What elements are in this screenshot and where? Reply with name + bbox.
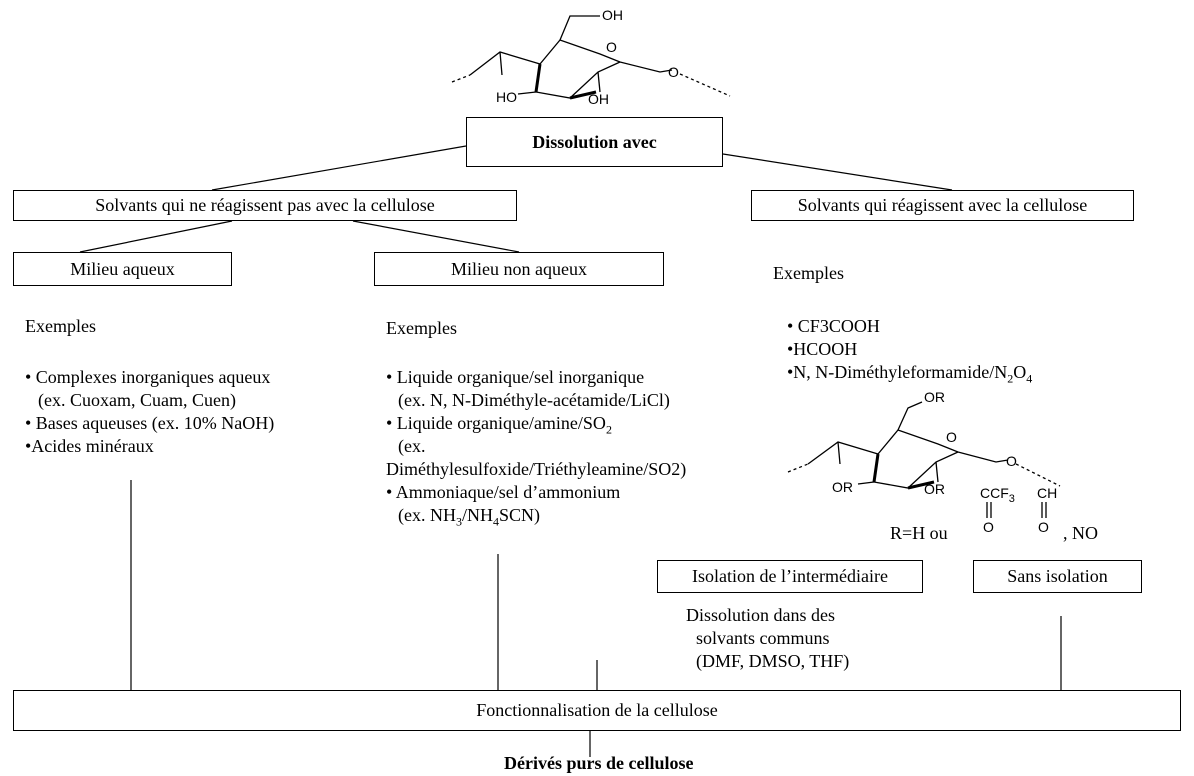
ho-label: HO (496, 89, 517, 105)
dissolution-label: Dissolution avec (532, 131, 657, 152)
non-reactive-solvents-box: Solvants qui ne réagissent pas avec la c… (13, 190, 517, 221)
non-aqueous-item-2-text: • Liquide organique/amine/SO (386, 413, 606, 433)
dissolution-box: Dissolution avec (466, 117, 723, 167)
reactive-solvents-box: Solvants qui réagissent avec la cellulos… (751, 190, 1134, 221)
n2-subscript: 2 (1007, 371, 1014, 386)
reactive-solvents-label: Solvants qui réagissent avec la cellulos… (797, 195, 1088, 215)
oh-label-2: OH (588, 91, 609, 107)
dissolution-note-2: solvants communs (696, 628, 830, 648)
r-groups-tail: , NO (1063, 523, 1098, 543)
aqueous-item-1: • Complexes inorganiques aqueux (25, 367, 271, 387)
ring-o-label-2: O (946, 429, 957, 445)
ring-o-label: O (606, 39, 617, 55)
dissolution-note-3: (DMF, DMSO, THF) (696, 651, 850, 671)
non-aqueous-item-3: • Ammoniaque/sel d’ammonium (386, 482, 621, 502)
non-aqueous-item-1-detail: (ex. N, N-Diméthyle-acétamide/LiCl) (398, 390, 670, 410)
no-isolation-label: Sans isolation (1007, 566, 1108, 586)
o-label: O (668, 64, 679, 80)
scn-text: SCN) (498, 505, 540, 525)
no-isolation-box: Sans isolation (973, 560, 1142, 593)
reactive-examples-label: Exemples (773, 263, 844, 283)
isolation-label: Isolation de l’intermédiaire (692, 566, 888, 586)
functionalization-box: Fonctionnalisation de la cellulose (13, 690, 1181, 731)
functionalization-label: Fonctionnalisation de la cellulose (476, 700, 718, 720)
non-aqueous-item-2-ex: (ex. (398, 436, 426, 456)
reactive-item-1: • CF3COOH (787, 316, 880, 336)
carbonyl-o-2: O (1038, 519, 1049, 535)
dissolution-note-1: Dissolution dans des (686, 605, 836, 625)
glucose-unit-structure: OH O HO OH O (451, 7, 731, 107)
non-reactive-solvents-label: Solvants qui ne réagissent pas avec la c… (95, 195, 435, 215)
aqueous-item-2: • Bases aqueuses (ex. 10% NaOH) (25, 413, 275, 433)
aqueous-medium-box: Milieu aqueux (13, 252, 232, 286)
non-aqueous-medium-label: Milieu non aqueux (451, 258, 587, 279)
ccf3-label: CCF3 (980, 485, 1015, 505)
aqueous-item-3: •Acides minéraux (25, 436, 154, 456)
non-aqueous-examples-label: Exemples (386, 318, 457, 338)
nh3-subscript: 3 (455, 514, 462, 529)
so2-subscript: 2 (605, 422, 612, 437)
or-label-3: OR (924, 481, 945, 497)
ch-label: CH (1037, 485, 1057, 501)
aqueous-medium-label: Milieu aqueux (70, 258, 175, 279)
or-label-1: OR (924, 389, 945, 405)
aqueous-examples-label: Exemples (25, 316, 96, 336)
carbonyl-o-1: O (983, 519, 994, 535)
result-label: Dérivés purs de cellulose (504, 753, 694, 773)
substituted-cellulose-structure: OR O OR OR O CCF3 CH O O (787, 389, 1061, 535)
r-groups-label: R=H ou (890, 523, 948, 543)
reactive-item-3: •N, N-Diméthyleformamide/N2O4 (787, 361, 1033, 386)
non-aqueous-item-3-detail: (ex. NH3/NH4SCN) (398, 504, 540, 529)
nh3-text: (ex. NH (398, 505, 456, 525)
non-aqueous-item-2-detail: Diméthylesulfoxide/Triéthyleamine/SO2) (386, 459, 687, 479)
non-aqueous-medium-box: Milieu non aqueux (374, 252, 664, 286)
nh4-subscript: 4 (492, 514, 499, 529)
o-label-2: O (1006, 453, 1017, 469)
oh-label-1: OH (602, 7, 623, 23)
non-aqueous-item-1: • Liquide organique/sel inorganique (386, 367, 645, 387)
aqueous-item-1-detail: (ex. Cuoxam, Cuam, Cuen) (38, 390, 236, 410)
reactive-item-3-text: •N, N-Diméthyleformamide/N (787, 362, 1008, 382)
non-aqueous-item-2: • Liquide organique/amine/SO2 (386, 412, 612, 437)
or-label-2: OR (832, 479, 853, 495)
isolation-box: Isolation de l’intermédiaire (657, 560, 923, 593)
o-text: O (1013, 362, 1027, 382)
nh4-text: /NH (461, 505, 493, 525)
o4-subscript: 4 (1026, 371, 1033, 386)
reactive-item-2: •HCOOH (787, 339, 858, 359)
